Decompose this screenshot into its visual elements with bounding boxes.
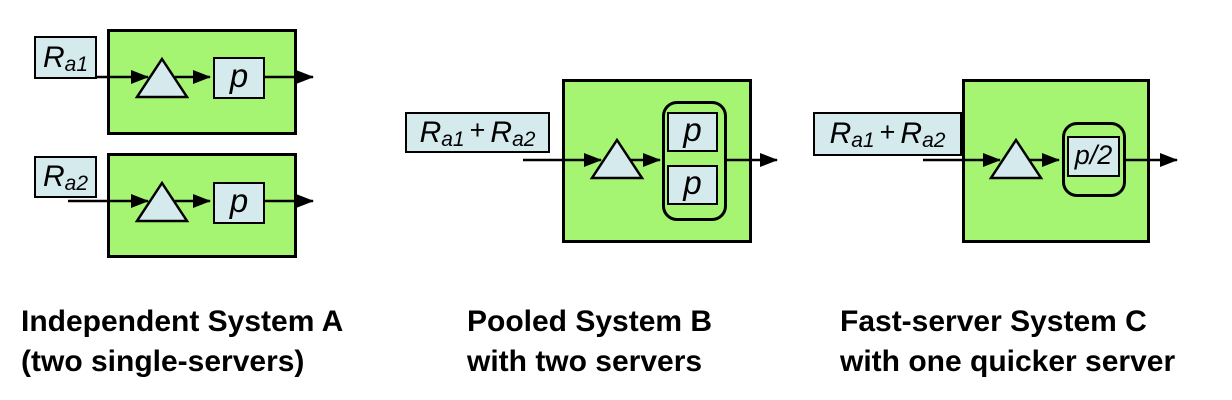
input-c-base2: R xyxy=(900,117,923,150)
input-ra1-base: R xyxy=(42,40,65,74)
caption-system-a: Independent System A (two single-servers… xyxy=(21,302,343,382)
input-c-subscript1: a1 xyxy=(851,129,875,152)
server-box-c: p/2 xyxy=(1067,136,1120,177)
server-b1-label: p xyxy=(683,111,702,148)
system-a-box-top xyxy=(107,29,297,135)
input-b-subscript1: a1 xyxy=(441,127,465,151)
server-box-a2: p xyxy=(213,182,265,224)
input-ra1-subscript: a1 xyxy=(64,52,89,76)
caption-a-line2: (two single-servers) xyxy=(21,345,305,378)
caption-system-b: Pooled System B with two servers xyxy=(467,302,712,382)
server-c-label: p/2 xyxy=(1074,140,1113,170)
input-c-plus: + xyxy=(879,116,896,147)
server-box-b2: p xyxy=(667,164,718,205)
server-box-a1: p xyxy=(213,57,265,99)
caption-system-c: Fast-server System C with one quicker se… xyxy=(840,302,1175,382)
caption-b-line1: Pooled System B xyxy=(467,305,713,338)
caption-a-line1: Independent System A xyxy=(21,305,344,338)
input-b-subscript2: a2 xyxy=(512,127,536,151)
input-b-plus: + xyxy=(469,115,486,145)
input-b-base2: R xyxy=(490,115,513,149)
input-b-base1: R xyxy=(419,115,442,149)
server-a1-label: p xyxy=(229,57,249,94)
system-a-box-bottom xyxy=(107,153,297,258)
input-ra2-subscript: a2 xyxy=(64,172,89,195)
input-c-base1: R xyxy=(829,117,852,150)
server-b2-label: p xyxy=(683,164,702,201)
server-a2-label: p xyxy=(229,182,249,219)
caption-c-line2: with one quicker server xyxy=(840,345,1176,378)
server-box-b1: p xyxy=(667,111,718,152)
caption-c-line1: Fast-server System C xyxy=(840,305,1147,338)
caption-b-line2: with two servers xyxy=(467,345,703,378)
input-c-subscript2: a2 xyxy=(922,129,946,152)
input-ra2-base: R xyxy=(42,160,65,193)
